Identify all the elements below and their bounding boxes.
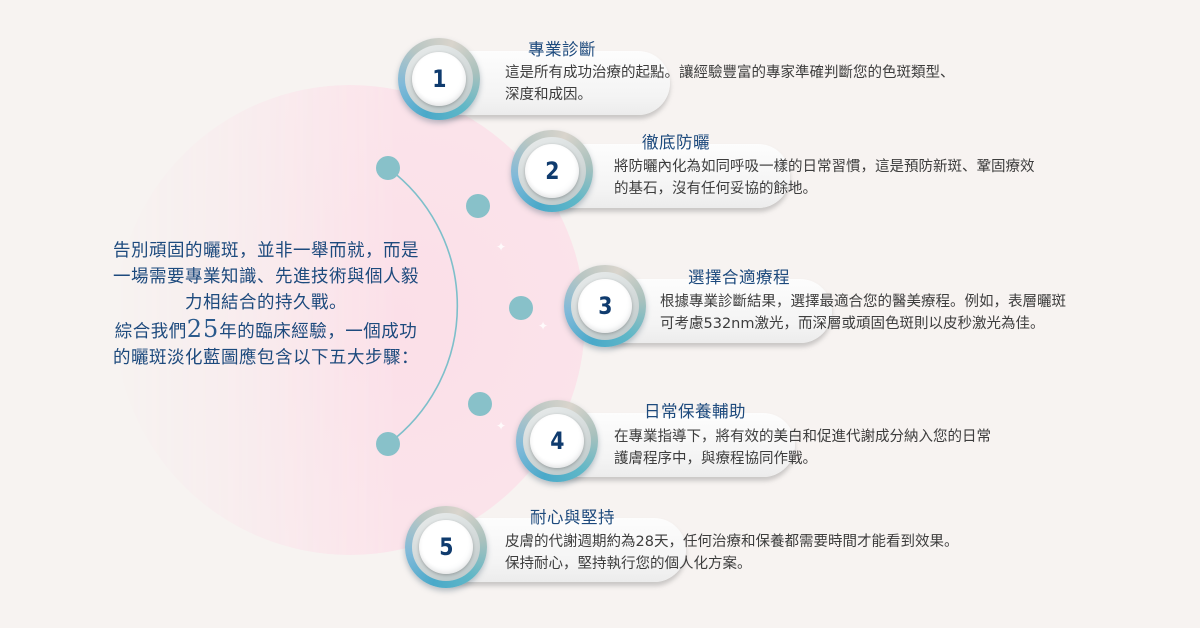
intro-text: 年的臨床經驗，一個成功 (219, 322, 418, 342)
step-title: 徹底防曬 (642, 133, 710, 152)
step-pill (560, 413, 795, 477)
years-number: 25 (186, 315, 220, 343)
step-number-badge: 1 (398, 38, 480, 120)
step-number: 4 (549, 427, 565, 455)
sparkle-icon: ✦ (538, 319, 549, 333)
step-title: 專業診斷 (528, 40, 596, 59)
intro-line: 告別頑固的曬斑，並非一舉而就，而是 (113, 241, 419, 261)
step-pill (610, 279, 832, 343)
step-description-line: 的基石，沒有任何妥協的餘地。 (614, 181, 817, 197)
intro-line-experience: 綜合我們25年的臨床經驗，一個成功 (96, 316, 436, 345)
sparkle-icon: ✦ (496, 419, 507, 433)
step-number-badge: 2 (511, 130, 593, 212)
intro-line: 力相結合的持久戰。 (185, 293, 347, 313)
badge-face: 4 (530, 414, 584, 468)
step-title: 選擇合適療程 (688, 268, 790, 287)
step-number-badge: 4 (516, 400, 598, 482)
badge-face: 2 (525, 144, 579, 198)
sparkle-icon: ✦ (496, 240, 507, 254)
step-number-badge: 3 (564, 265, 646, 347)
step-number: 5 (438, 533, 454, 561)
step-description-line: 保持耐心，堅持執行您的個人化方案。 (505, 556, 752, 572)
step-number: 2 (544, 157, 560, 185)
intro-line: 的曬斑淡化藍圖應包含以下五大步驟： (113, 348, 419, 368)
step-description-line: 皮膚的代謝週期約為28天，任何治療和保養都需要時間才能看到效果。 (505, 534, 959, 550)
badge-face: 1 (412, 52, 466, 106)
step-description-line: 在專業指導下，將有效的美白和促進代謝成分納入您的日常 (614, 429, 991, 445)
step-description-line: 護膚程序中，與療程協同作戰。 (614, 451, 817, 467)
intro-line: 一場需要專業知識、先進技術與個人毅 (113, 267, 419, 287)
step-description-line: 根據專業診斷結果，選擇最適合您的醫美療程。例如，表層曬斑 (660, 294, 1066, 310)
step-title: 耐心與堅持 (530, 508, 615, 527)
step-pill (555, 144, 790, 208)
step-description-line: 這是所有成功治療的起點。讓經驗豐富的專家準確判斷您的色斑類型、 (505, 65, 955, 81)
step-number: 3 (597, 292, 613, 320)
step-number-badge: 5 (405, 506, 487, 588)
step-pill (450, 518, 686, 582)
intro-text: 綜合我們 (114, 322, 187, 342)
step-description-line: 深度和成因。 (505, 87, 592, 103)
step-description-line: 可考慮532nm激光，而深層或頑固色斑則以皮秒激光為佳。 (660, 316, 1045, 332)
pink-background-disc (115, 85, 585, 555)
badge-face: 3 (578, 279, 632, 333)
step-title: 日常保養輔助 (644, 402, 746, 421)
intro-paragraph: 告別頑固的曬斑，並非一舉而就，而是 一場需要專業知識、先進技術與個人毅 力相結合… (96, 238, 436, 371)
badge-face: 5 (419, 520, 473, 574)
step-number: 1 (431, 65, 447, 93)
step-description-line: 將防曬內化為如同呼吸一樣的日常習慣，這是預防新斑、鞏固療效 (614, 159, 1035, 175)
